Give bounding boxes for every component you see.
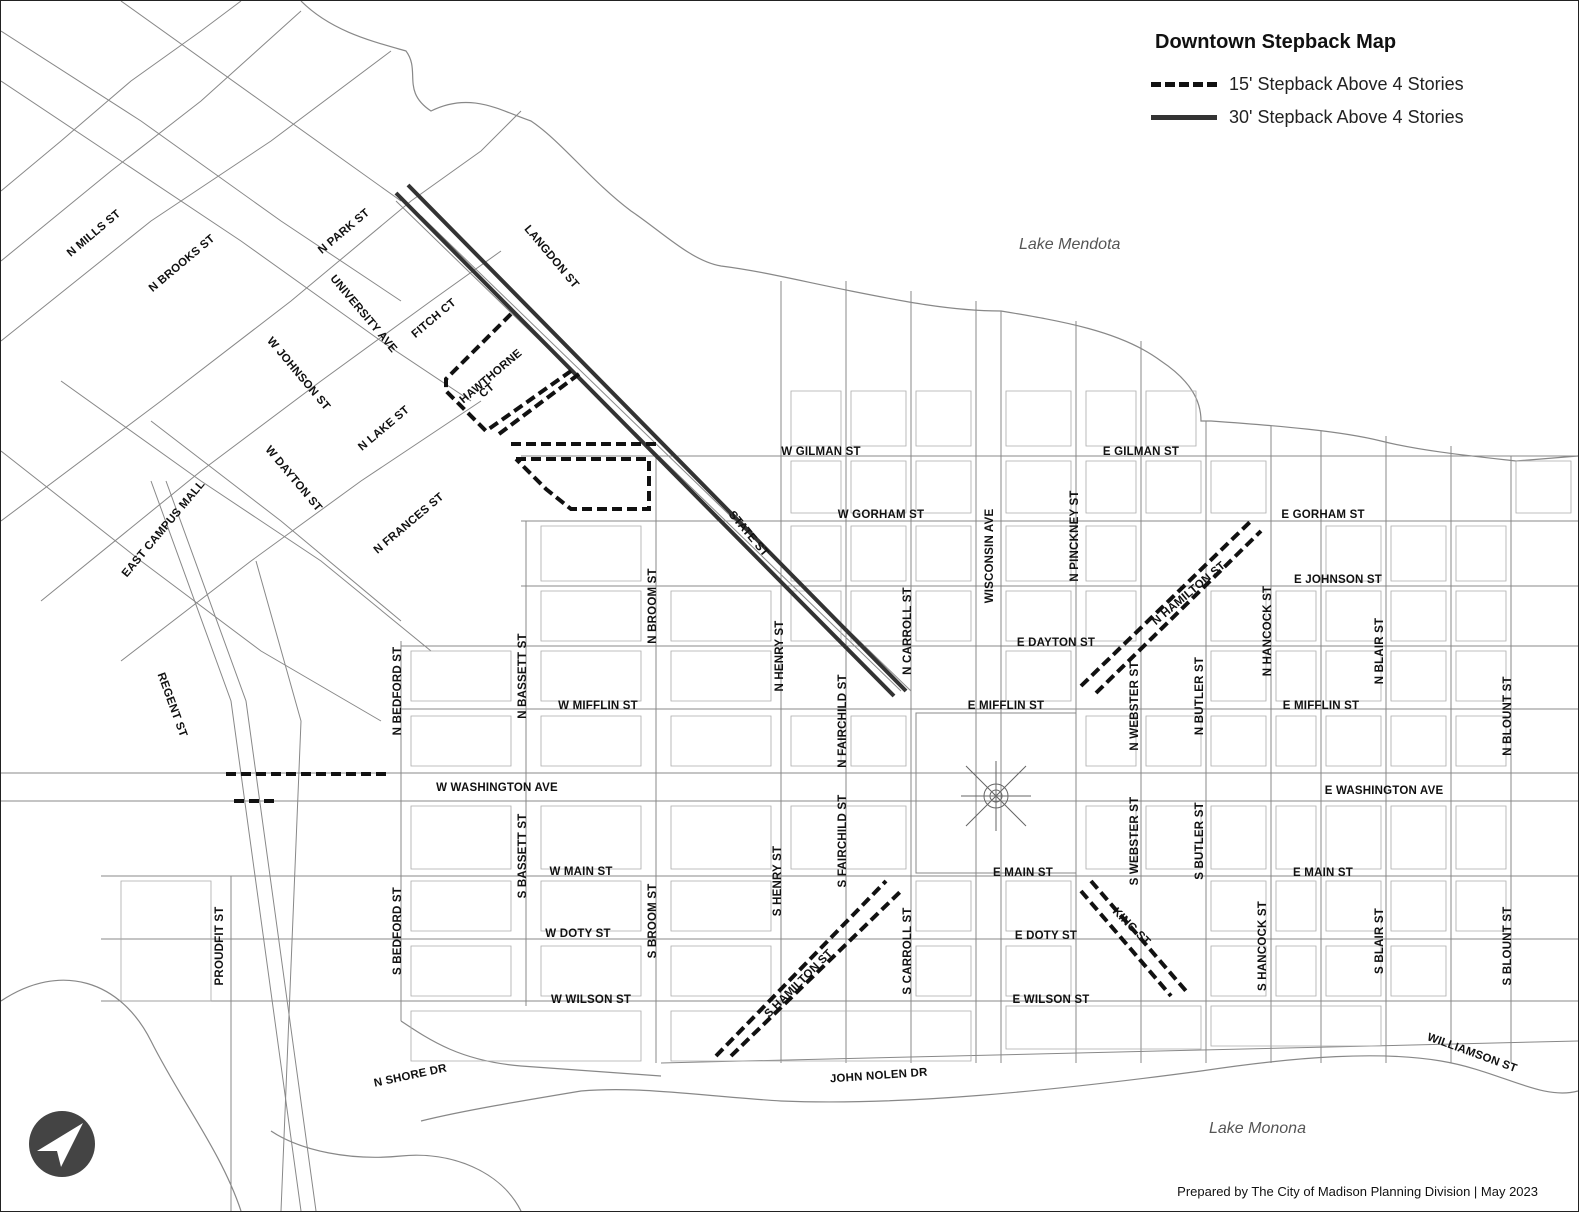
street-label: KING ST — [1110, 906, 1152, 948]
legend: Downtown Stepback Map 15' Stepback Above… — [1151, 31, 1551, 134]
street-label: N BASSETT ST — [517, 633, 529, 718]
street-label: W MIFFLIN ST — [558, 700, 638, 712]
street-label: E MIFFLIN ST — [968, 700, 1045, 712]
street-label: E MIFFLIN ST — [1283, 700, 1360, 712]
street-label: PROUDFIT ST — [214, 907, 226, 986]
legend-title: Downtown Stepback Map — [1155, 31, 1397, 53]
street-label: N LAKE ST — [356, 404, 412, 453]
legend-item-30ft: 30' Stepback Above 4 Stories — [1151, 101, 1551, 134]
street-label: S HENRY ST — [772, 846, 784, 916]
street-label: N BUTLER ST — [1194, 657, 1206, 735]
street-label: N FAIRCHILD ST — [837, 674, 849, 768]
street-label: S BLOUNT ST — [1502, 907, 1514, 986]
street-label: E MAIN ST — [993, 867, 1053, 879]
street-label: W GILMAN ST — [781, 446, 861, 458]
street-label: S BASSETT ST — [517, 814, 529, 899]
street-label: N BLOUNT ST — [1502, 676, 1514, 756]
street-label: N BROOKS ST — [147, 233, 218, 295]
street-label: N PINCKNEY ST — [1069, 490, 1081, 581]
street-label: E JOHNSON ST — [1294, 574, 1382, 586]
street-label: S BUTLER ST — [1194, 802, 1206, 880]
street-label: W WASHINGTON AVE — [436, 782, 558, 794]
street-label: N CARROLL ST — [902, 587, 914, 675]
stepback-30ft-line — [394, 183, 908, 698]
street-label: EAST CAMPUS MALL — [120, 478, 208, 579]
street-label: S HAMILTON ST — [762, 947, 835, 1020]
street-label: S CARROLL ST — [902, 907, 914, 994]
street-label: LANGDON ST — [522, 223, 581, 290]
street-label: N HENRY ST — [774, 620, 786, 691]
street-label: S BROOM ST — [647, 884, 659, 959]
street-label: N WEBSTER ST — [1129, 661, 1141, 750]
street-label: N FRANCES ST — [372, 491, 447, 556]
street-label: UNIVERSITY AVE — [327, 273, 399, 355]
street-label: E DOTY ST — [1015, 930, 1077, 942]
street-label: E MAIN ST — [1293, 867, 1353, 879]
legend-label: 30' Stepback Above 4 Stories — [1229, 107, 1464, 127]
street-label: N PARK ST — [316, 207, 372, 257]
street-label: W MAIN ST — [549, 866, 612, 878]
parcels — [120, 390, 1572, 1062]
dashed-line-swatch — [1151, 82, 1217, 87]
stepback-15ft-line — [226, 312, 1263, 1058]
street-label: W JOHNSON ST — [264, 335, 332, 413]
legend-label: 15' Stepback Above 4 Stories — [1229, 74, 1464, 94]
street-label: N MILLS ST — [65, 208, 123, 260]
street-label: S BLAIR ST — [1374, 908, 1386, 974]
street-label: S BEDFORD ST — [392, 887, 404, 975]
credit-text: Prepared by The City of Madison Planning… — [1177, 1184, 1538, 1199]
street-label: N BEDFORD ST — [392, 647, 404, 736]
legend-item-15ft: 15' Stepback Above 4 Stories — [1151, 68, 1551, 101]
lake-mendota-label: Lake Mendota — [1019, 236, 1121, 253]
street-label: JOHN NOLEN DR — [830, 1067, 929, 1086]
street-label: S WEBSTER ST — [1129, 797, 1141, 886]
street-label: N BROOM ST — [647, 568, 659, 643]
street-label: E DAYTON ST — [1017, 637, 1095, 649]
street-label: REGENT ST — [155, 671, 189, 739]
street-label: FITCH CT — [410, 297, 459, 341]
street-label: N SHORE DR — [373, 1062, 449, 1089]
street-label: WISCONSIN AVE — [984, 509, 996, 604]
lake-monona-label: Lake Monona — [1209, 1120, 1306, 1137]
north-arrow-icon — [29, 1111, 95, 1177]
capitol-building-icon — [961, 761, 1031, 831]
street-label: N HAMILTON ST — [1150, 560, 1228, 628]
street-label: W WILSON ST — [551, 994, 631, 1006]
street-label: E GILMAN ST — [1103, 446, 1179, 458]
street-labels: N MILLS ST N BROOKS ST N PARK ST UNIVERSITY… — [65, 207, 1519, 1090]
street-label: E WASHINGTON AVE — [1325, 785, 1444, 797]
street-label: W GORHAM ST — [838, 509, 925, 521]
street-label: S HANCOCK ST — [1257, 901, 1269, 991]
street-label: W DOTY ST — [545, 928, 610, 940]
street-label: E WILSON ST — [1013, 994, 1090, 1006]
street-label: W DAYTON ST — [263, 444, 325, 514]
street-label: N BLAIR ST — [1374, 618, 1386, 685]
street-label: E GORHAM ST — [1281, 509, 1364, 521]
street-label: S FAIRCHILD ST — [837, 795, 849, 888]
solid-line-swatch — [1151, 115, 1217, 120]
street-label: N HANCOCK ST — [1262, 586, 1274, 677]
